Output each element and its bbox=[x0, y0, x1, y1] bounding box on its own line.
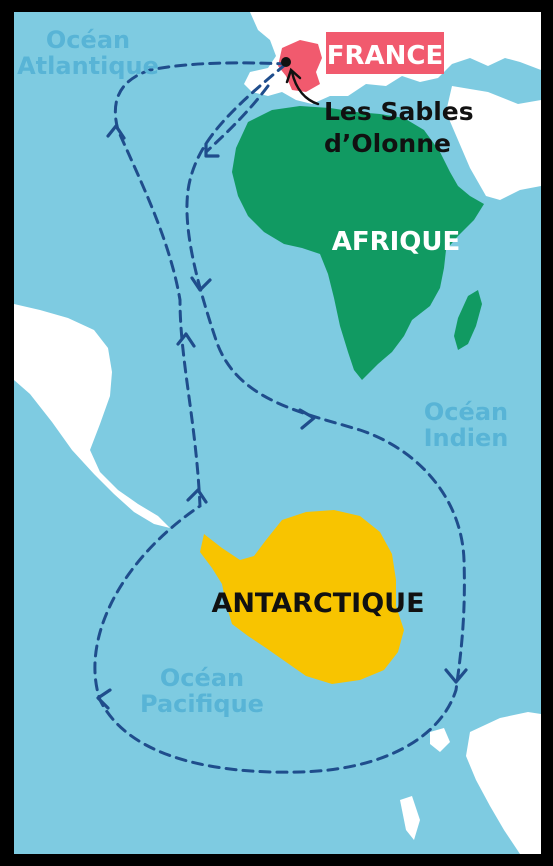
africa-land bbox=[232, 106, 484, 380]
label-city-1: Les Sables bbox=[324, 97, 474, 126]
australia-land bbox=[466, 712, 541, 854]
france-label-bg bbox=[326, 32, 444, 74]
label-ocean-indian-2: Indien bbox=[424, 424, 509, 452]
dot-marker-icon bbox=[281, 57, 291, 67]
route-coastal-dash bbox=[204, 84, 270, 154]
label-france: FRANCE bbox=[327, 41, 444, 71]
curved-arrow-icon bbox=[290, 70, 320, 106]
route-outbound bbox=[93, 61, 466, 774]
route-arrow-5 bbox=[96, 688, 112, 710]
curved-arrow-head-icon bbox=[285, 67, 302, 84]
route-arrow-1 bbox=[204, 142, 220, 158]
label-city-2: d’Olonne bbox=[324, 129, 451, 158]
route-arrow-8 bbox=[106, 124, 126, 140]
madagascar-land bbox=[454, 290, 482, 350]
label-africa: AFRIQUE bbox=[332, 227, 461, 257]
label-ocean-pacific-2: Pacifique bbox=[140, 690, 264, 718]
route-arrow-3 bbox=[298, 408, 316, 430]
label-ocean-atlantic-2: Atlantique bbox=[17, 52, 159, 80]
antarctica-land bbox=[200, 510, 404, 684]
label-ocean-indian-1: Océan bbox=[424, 398, 508, 426]
britain-land bbox=[268, 14, 290, 44]
island-land bbox=[430, 728, 450, 752]
route-arrow-6 bbox=[186, 488, 208, 504]
route-arrow-2 bbox=[190, 276, 212, 292]
route-arrow-4 bbox=[444, 668, 468, 684]
label-antarctica: ANTARCTIQUE bbox=[211, 588, 424, 619]
south-america-land bbox=[14, 304, 170, 528]
label-ocean-pacific-1: Océan bbox=[160, 664, 244, 692]
new-zealand-land bbox=[400, 796, 420, 840]
middle-east-land bbox=[446, 86, 541, 200]
route-arrow-7 bbox=[176, 332, 196, 348]
label-ocean-atlantic-1: Océan bbox=[46, 26, 130, 54]
